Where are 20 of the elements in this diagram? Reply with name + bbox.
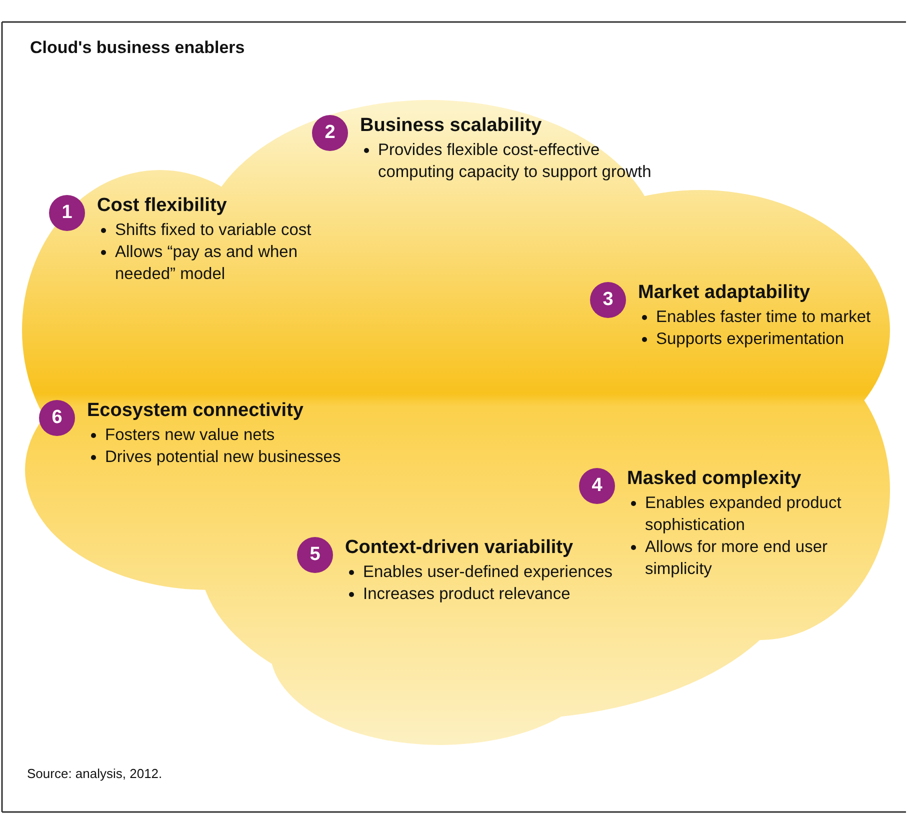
- item-heading: Masked complexity: [627, 468, 802, 490]
- diagram-title: Cloud's business enablers: [30, 38, 245, 58]
- bullet-text: Enables expanded product sophistication: [627, 492, 889, 536]
- bullet-text: Increases product relevance: [345, 583, 627, 605]
- bullet-text: Enables faster time to market: [638, 306, 880, 328]
- source-note: Source: analysis, 2012.: [27, 766, 162, 781]
- bullet-text: Fosters new value nets: [87, 424, 369, 446]
- bullet-text: Provides flexible cost-effective computing capacity to support growth: [360, 139, 672, 183]
- bullet-text: Enables user-defined experiences: [345, 561, 627, 583]
- bullet-text: Supports experimentation: [638, 328, 880, 350]
- bullet-text: Allows “pay as and when needed” model: [97, 241, 339, 285]
- item-heading: Context-driven variability: [345, 537, 574, 559]
- item-heading: Ecosystem connectivity: [87, 400, 304, 422]
- number-badge: 1: [49, 195, 85, 231]
- item-heading: Business scalability: [360, 115, 543, 137]
- bullet-text: Allows for more end user simplicity: [627, 536, 889, 580]
- item-heading: Cost flexibility: [97, 195, 228, 217]
- bullet-text: Drives potential new businesses: [87, 446, 369, 468]
- bullet-text: Shifts fixed to variable cost: [97, 219, 339, 241]
- item-heading: Market adaptability: [638, 282, 812, 304]
